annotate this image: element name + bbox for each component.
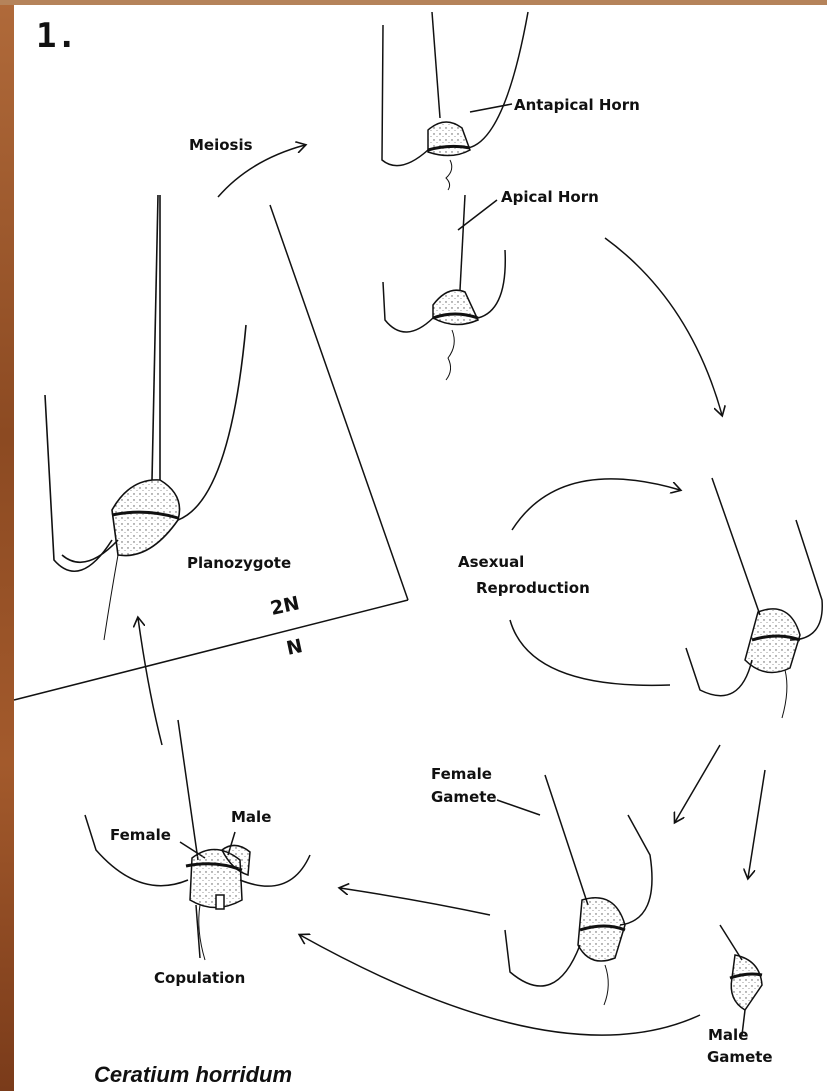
label-meiosis: Meiosis: [189, 136, 253, 154]
label-n: N: [284, 635, 304, 660]
planozygote-cell: [45, 195, 246, 640]
ploidy-boundary-line: [270, 205, 408, 600]
asexual-cell: [686, 478, 822, 718]
label-male: Male: [231, 808, 271, 826]
label-apical-horn: Apical Horn: [501, 188, 599, 206]
label-planozygote: Planozygote: [187, 554, 291, 572]
male-gamete-cell: [720, 925, 762, 1035]
ceratium-cell-second: [383, 195, 505, 380]
label-antapical-horn: Antapical Horn: [514, 96, 640, 114]
label-female-gamete-line1: Female: [431, 765, 492, 783]
arrow-to-male-gamete: [748, 770, 765, 878]
female-gamete-cell: [505, 775, 652, 1005]
ceratium-cell-top: [382, 12, 528, 190]
male-to-copulation-arrow: [300, 935, 700, 1035]
division-arrow: [605, 238, 722, 415]
asexual-arrow-bottom: [510, 620, 670, 685]
female-to-copulation-arrow: [340, 888, 490, 915]
label-female-gamete-line2: Gamete: [431, 788, 497, 806]
label-asexual-line2: Reproduction: [476, 579, 590, 597]
label-male-gamete-line2: Gamete: [707, 1048, 773, 1066]
asexual-arrow-top: [512, 479, 680, 530]
arrow-to-female-gamete: [675, 745, 720, 822]
diagram-title: Ceratium horridum: [94, 1062, 292, 1088]
female-gamete-leader: [497, 800, 540, 815]
label-male-gamete-line1: Male: [708, 1026, 748, 1044]
label-2n: 2N: [268, 592, 301, 620]
ploidy-boundary-line-horizontal: [14, 600, 408, 700]
label-female: Female: [110, 826, 171, 844]
antapical-leader: [470, 104, 512, 112]
label-copulation: Copulation: [154, 969, 245, 987]
label-asexual-line1: Asexual: [458, 553, 524, 571]
copulation-to-planozygote-arrow: [138, 618, 162, 745]
